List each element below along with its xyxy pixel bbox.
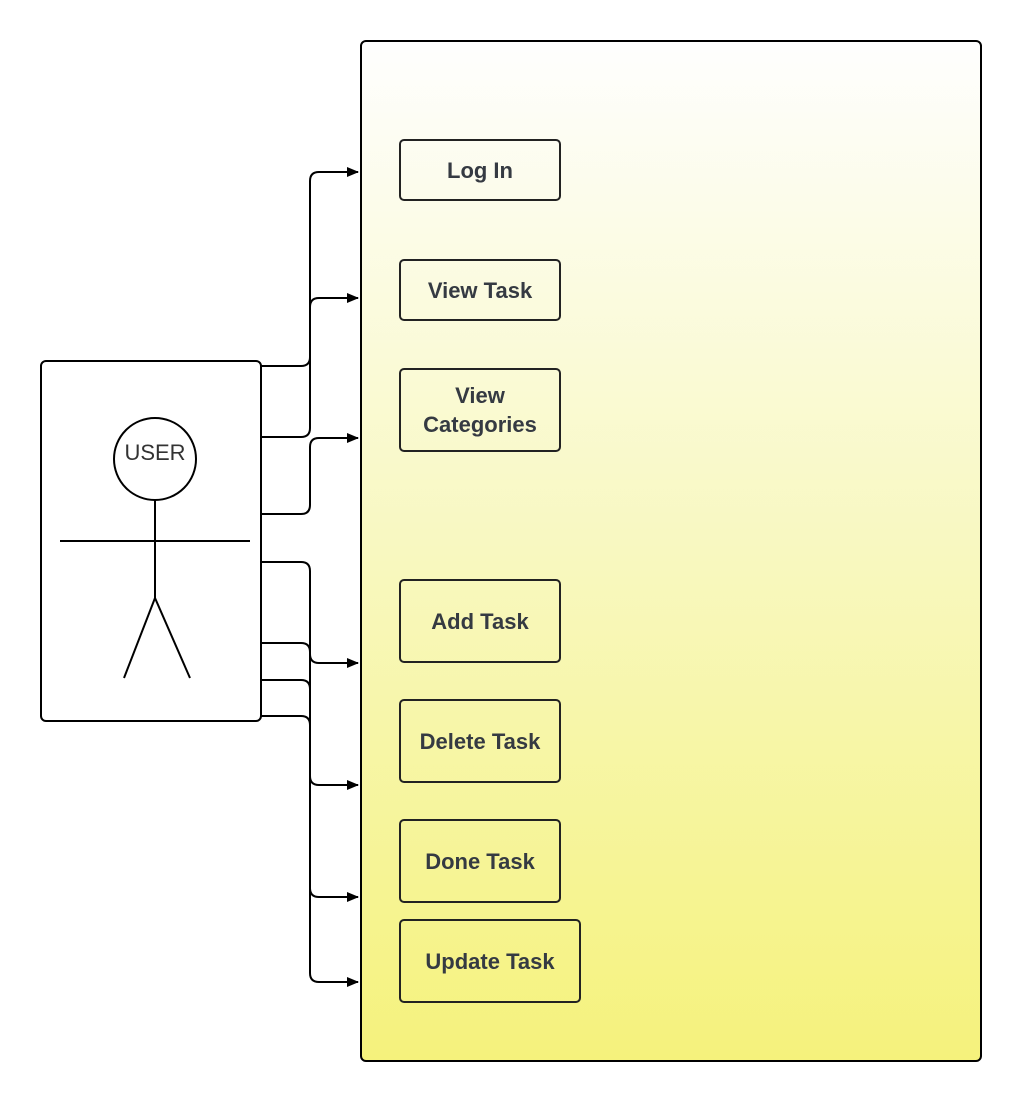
use-case-add-task[interactable]: Add Task [399,579,561,663]
use-case-update-task[interactable]: Update Task [399,919,581,1003]
connector-add-task [260,561,359,668]
system-boundary [360,40,982,1062]
use-case-view-task[interactable]: View Task [399,259,561,321]
use-case-view-categories[interactable]: View Categories [399,368,561,452]
actor-right-leg [154,597,191,679]
connector-log-in [260,167,359,367]
actor-left-leg [123,597,156,679]
use-case-done-task[interactable]: Done Task [399,819,561,903]
actor-figure [60,417,250,679]
use-case-delete-task[interactable]: Delete Task [399,699,561,783]
actor-label: USER [124,440,186,465]
use-case-log-in[interactable]: Log In [399,139,561,201]
connector-view-categories [260,433,359,515]
connector-view-task [260,293,359,438]
connector-update-task [260,715,359,987]
